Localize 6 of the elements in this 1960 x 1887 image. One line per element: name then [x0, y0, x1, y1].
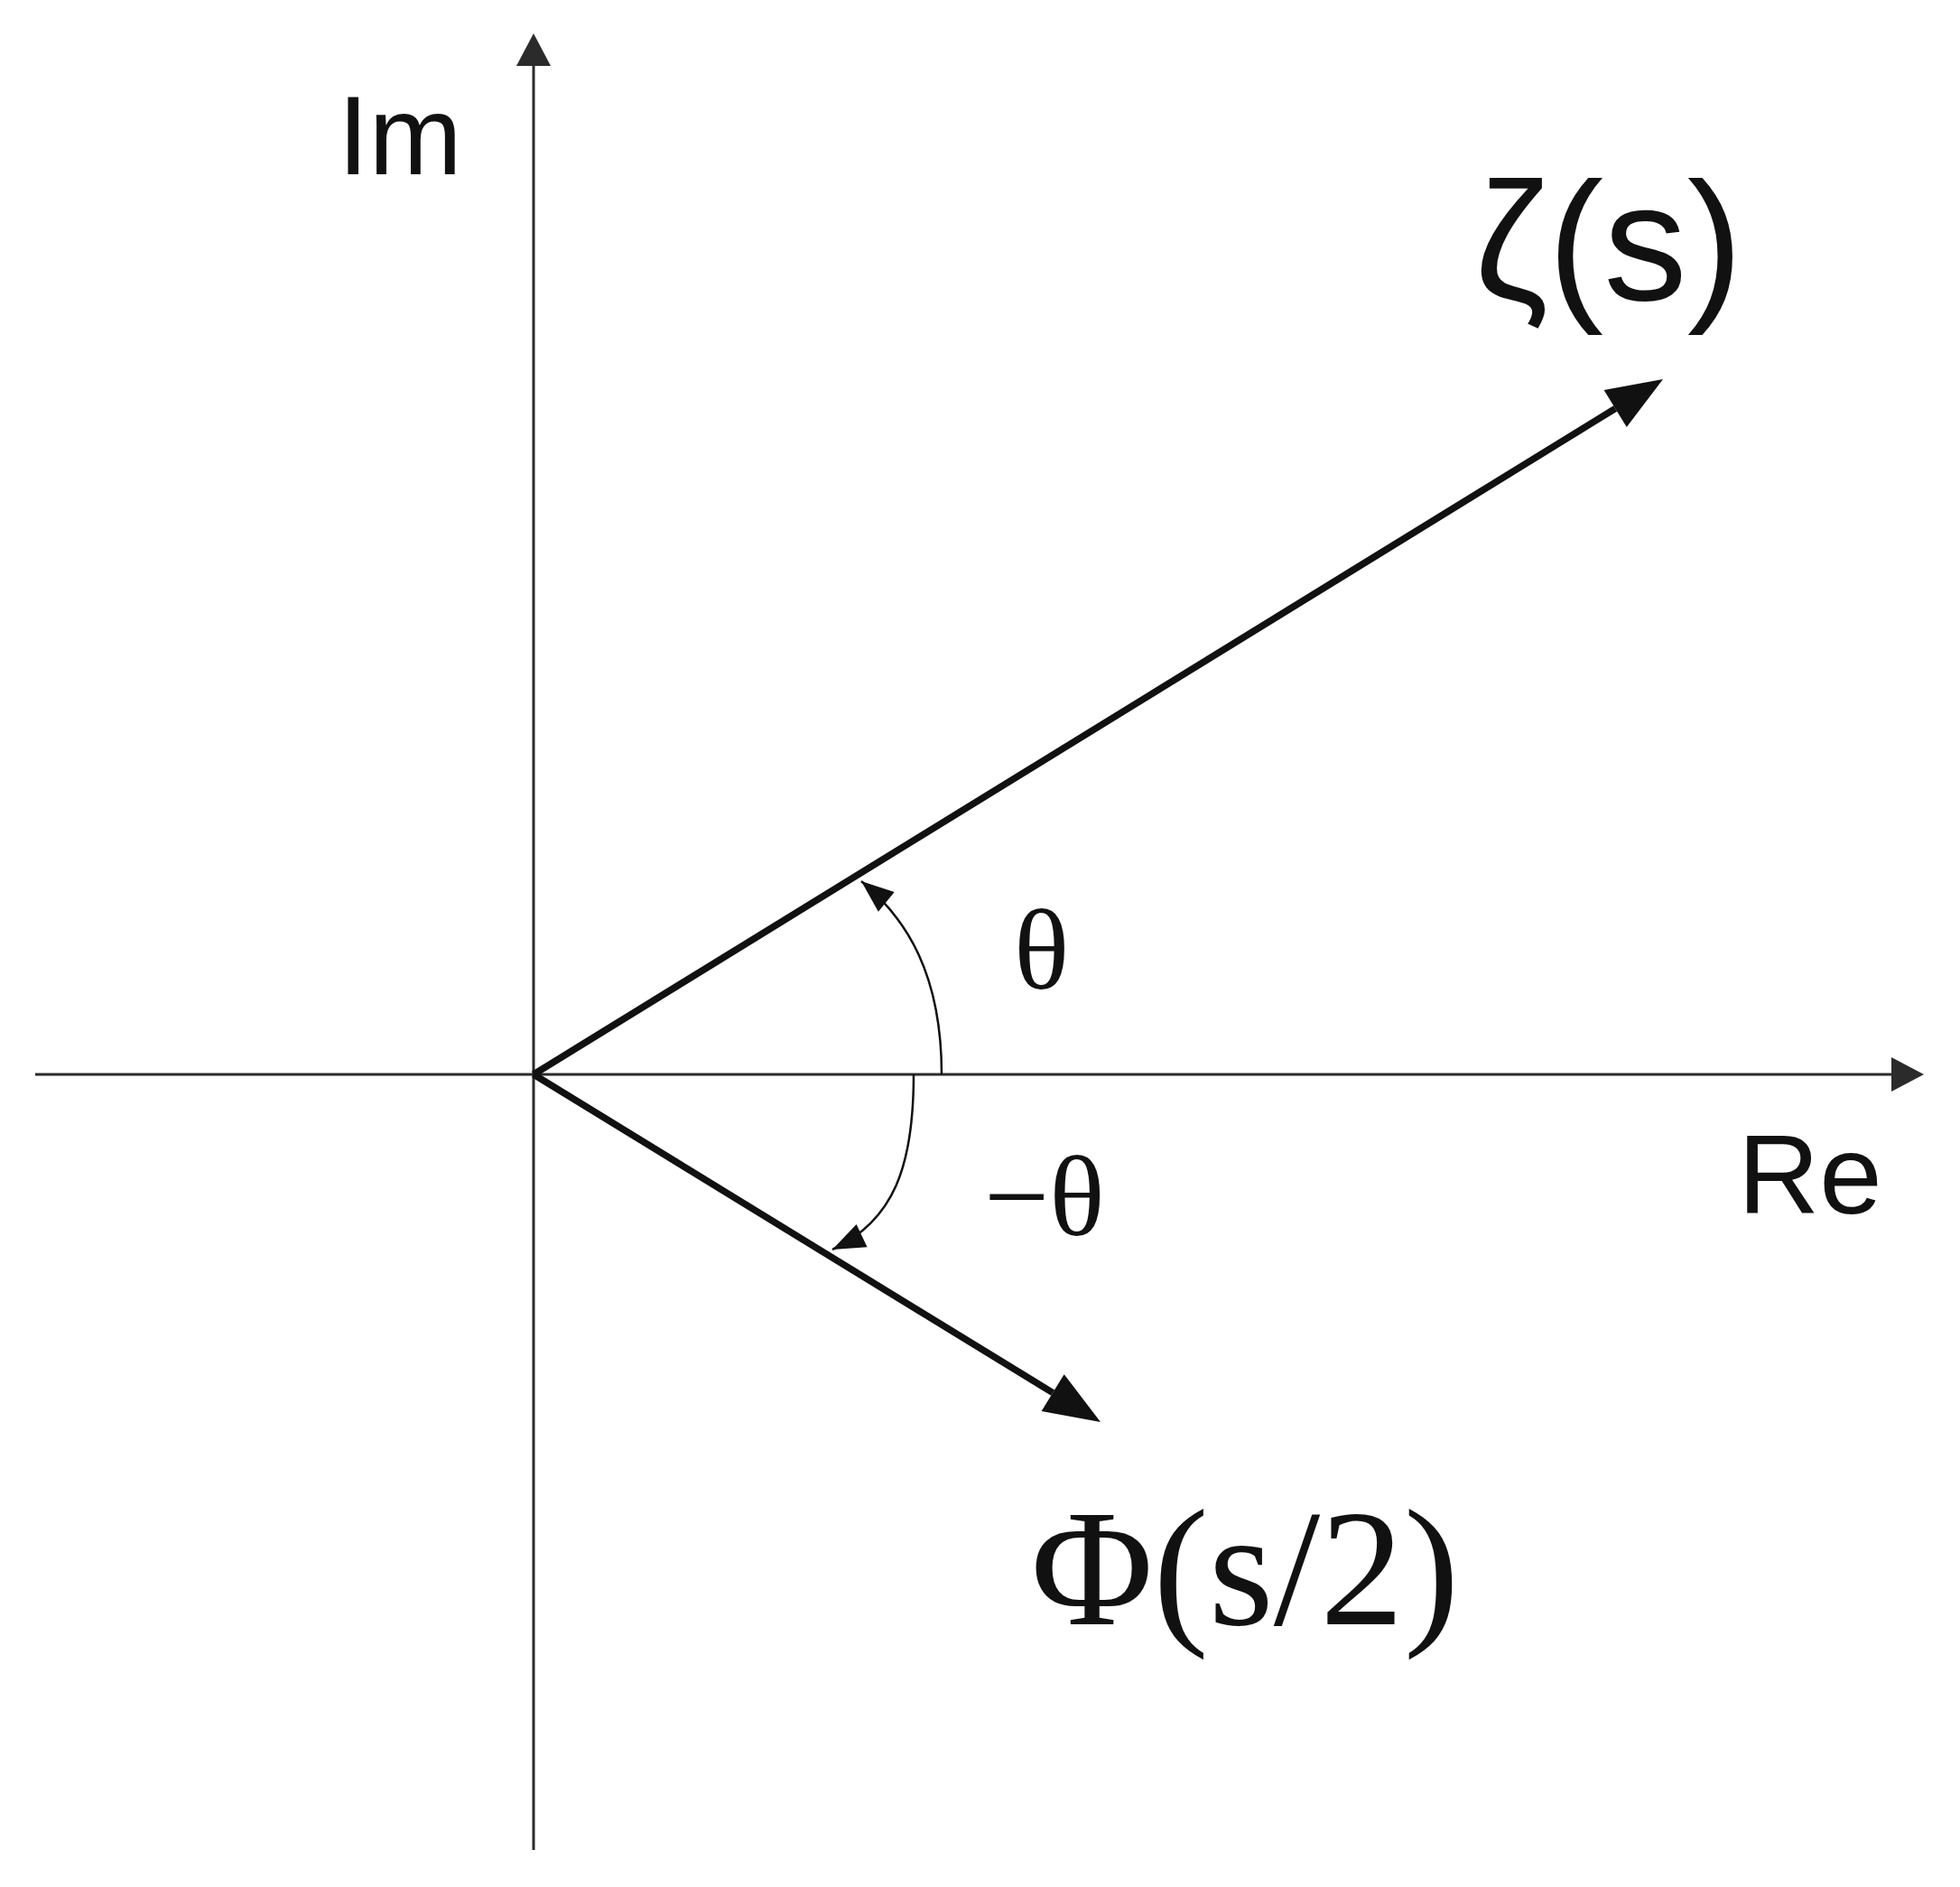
vector-label: Φ(s/2) [1031, 1474, 1460, 1663]
angle-label: θ [1014, 884, 1070, 1016]
vector-label: ζ(s) [1474, 148, 1743, 338]
axis-label: Im [338, 72, 462, 200]
angle-label: −θ [984, 1130, 1105, 1262]
axis-label: Re [1738, 1111, 1882, 1240]
